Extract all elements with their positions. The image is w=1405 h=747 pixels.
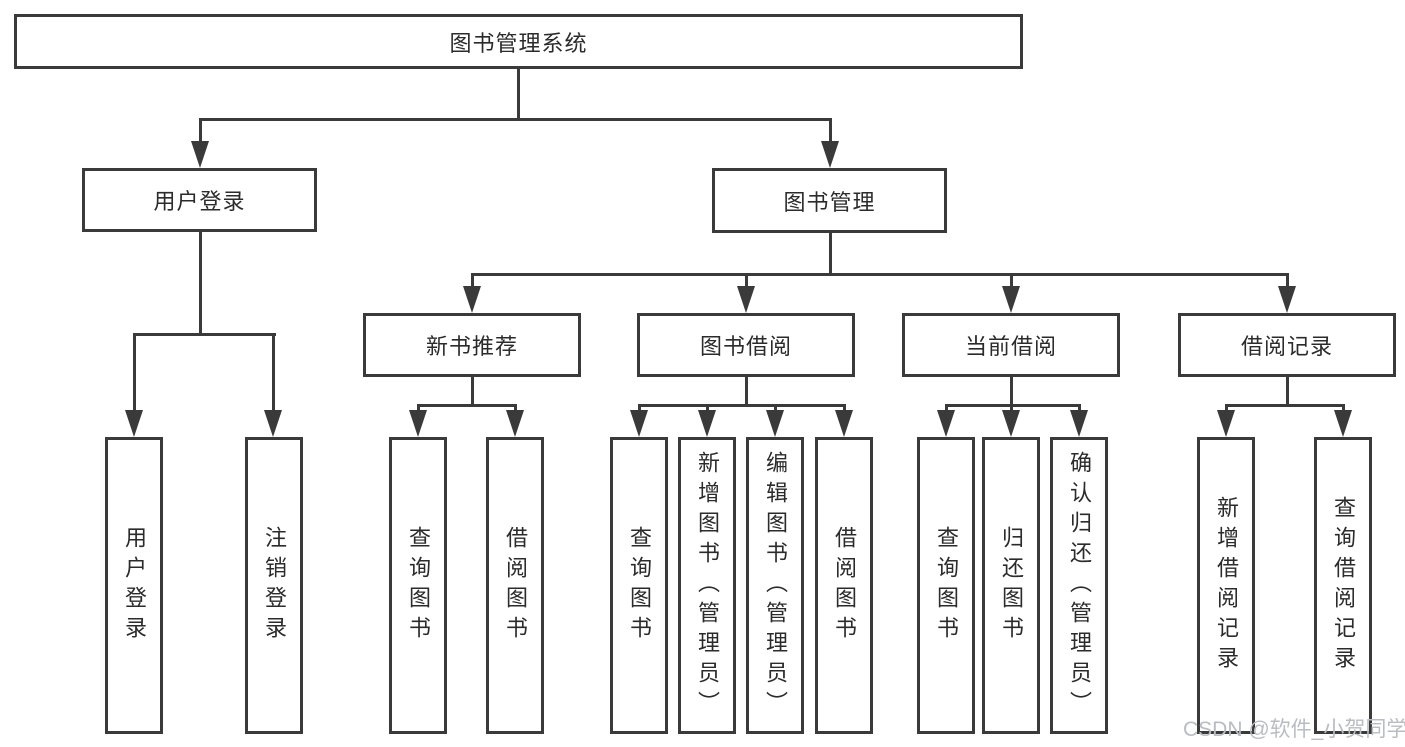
connector-line: [1286, 273, 1289, 290]
leaf-add-book-admin: 新增图书（管理员）: [678, 437, 736, 734]
connector-line: [1225, 404, 1345, 407]
connector-line: [945, 404, 1081, 407]
connector-line: [417, 404, 420, 413]
connector-line: [471, 273, 1289, 276]
connector-line: [272, 333, 275, 413]
node-label: 图书借阅: [699, 334, 792, 359]
connector-line: [945, 404, 948, 413]
connector-line: [745, 377, 748, 407]
connector-line: [1010, 404, 1013, 413]
arrow-down: [1002, 410, 1020, 437]
leaf-confirm-return-admin: 确认归还（管理员）: [1050, 437, 1108, 734]
connector-line: [829, 118, 832, 145]
arrow-down: [463, 286, 481, 313]
leaf-label: 编辑图书（管理员）: [763, 450, 788, 721]
leaf-label: 查询图书: [934, 525, 959, 646]
connector-line: [514, 404, 517, 413]
node-user-login: 用户登录: [82, 168, 317, 232]
arrow-down: [1217, 410, 1235, 437]
leaf-label: 查询图书: [627, 525, 652, 646]
leaf-label: 查询借阅记录: [1331, 495, 1356, 676]
node-new-book-recommend: 新书推荐: [363, 313, 581, 377]
arrow-down: [1334, 410, 1352, 437]
leaf-label: 查询图书: [406, 525, 431, 646]
leaf-label: 归还图书: [999, 525, 1024, 646]
arrow-down: [1002, 286, 1020, 313]
connector-line: [638, 404, 641, 413]
connector-line: [1010, 273, 1013, 290]
connector-line: [745, 273, 748, 290]
node-borrow-records: 借阅记录: [1178, 313, 1396, 377]
arrow-down: [264, 410, 282, 437]
node-label: 用户登录: [153, 189, 246, 214]
leaf-label: 新增图书（管理员）: [695, 450, 720, 721]
node-label: 借阅记录: [1240, 334, 1333, 359]
node-current-borrow: 当前借阅: [902, 313, 1120, 377]
arrow-down: [409, 410, 427, 437]
leaf-query-books-recommend: 查询图书: [389, 437, 447, 734]
connector-line: [517, 68, 520, 120]
connector-line: [199, 118, 832, 121]
arrow-down: [835, 410, 853, 437]
leaf-user-login: 用户登录: [105, 437, 163, 734]
leaf-label: 注销登录: [262, 525, 287, 646]
arrow-down: [937, 410, 955, 437]
connector-line: [199, 232, 202, 336]
node-label: 图书管理: [783, 189, 876, 215]
connector-line: [1010, 377, 1013, 407]
leaf-query-books-borrow: 查询图书: [610, 437, 668, 734]
connector-line: [774, 404, 777, 413]
arrow-down: [821, 141, 839, 168]
arrow-down: [737, 286, 755, 313]
connector-line: [1078, 404, 1081, 413]
connector-line: [133, 333, 276, 336]
connector-line: [1286, 377, 1289, 407]
leaf-label: 确认归还（管理员）: [1067, 450, 1092, 721]
connector-line: [1225, 404, 1228, 413]
leaf-edit-book-admin: 编辑图书（管理员）: [746, 437, 804, 734]
arrow-down: [630, 410, 648, 437]
arrow-down: [1278, 286, 1296, 313]
connector-line: [843, 404, 846, 413]
leaf-add-borrow-record: 新增借阅记录: [1197, 437, 1255, 734]
leaf-borrow-books-recommend: 借阅图书: [486, 437, 544, 734]
leaf-label: 借阅图书: [503, 525, 528, 646]
connector-line: [133, 333, 136, 413]
connector-line: [706, 404, 709, 413]
connector-line: [638, 404, 846, 407]
arrow-down: [506, 410, 524, 437]
connector-line: [417, 404, 517, 407]
connector-line: [471, 273, 474, 290]
watermark: CSDN @软件_小贺同学: [1183, 718, 1405, 741]
node-book-management: 图书管理: [712, 168, 947, 233]
leaf-label: 新增借阅记录: [1214, 495, 1239, 676]
leaf-return-book: 归还图书: [982, 437, 1040, 734]
arrow-down: [698, 410, 716, 437]
leaf-logout: 注销登录: [245, 437, 303, 734]
leaf-borrow-books: 借阅图书: [815, 437, 873, 734]
arrow-down: [191, 141, 209, 168]
connector-line: [471, 377, 474, 407]
connector-line: [829, 233, 832, 275]
arrow-down: [766, 410, 784, 437]
arrow-down: [1070, 410, 1088, 437]
arrow-down: [125, 410, 143, 437]
leaf-query-books-current: 查询图书: [917, 437, 975, 734]
leaf-label: 用户登录: [122, 525, 147, 646]
leaf-query-borrow-record: 查询借阅记录: [1314, 437, 1372, 734]
node-root-label: 图书管理系统: [449, 30, 588, 56]
connector-line: [199, 118, 202, 145]
node-label: 新书推荐: [425, 334, 518, 359]
leaf-label: 借阅图书: [832, 525, 857, 646]
node-root: 图书管理系统: [14, 14, 1023, 69]
node-label: 当前借阅: [964, 334, 1057, 359]
node-book-borrow: 图书借阅: [637, 313, 855, 377]
connector-line: [1342, 404, 1345, 413]
